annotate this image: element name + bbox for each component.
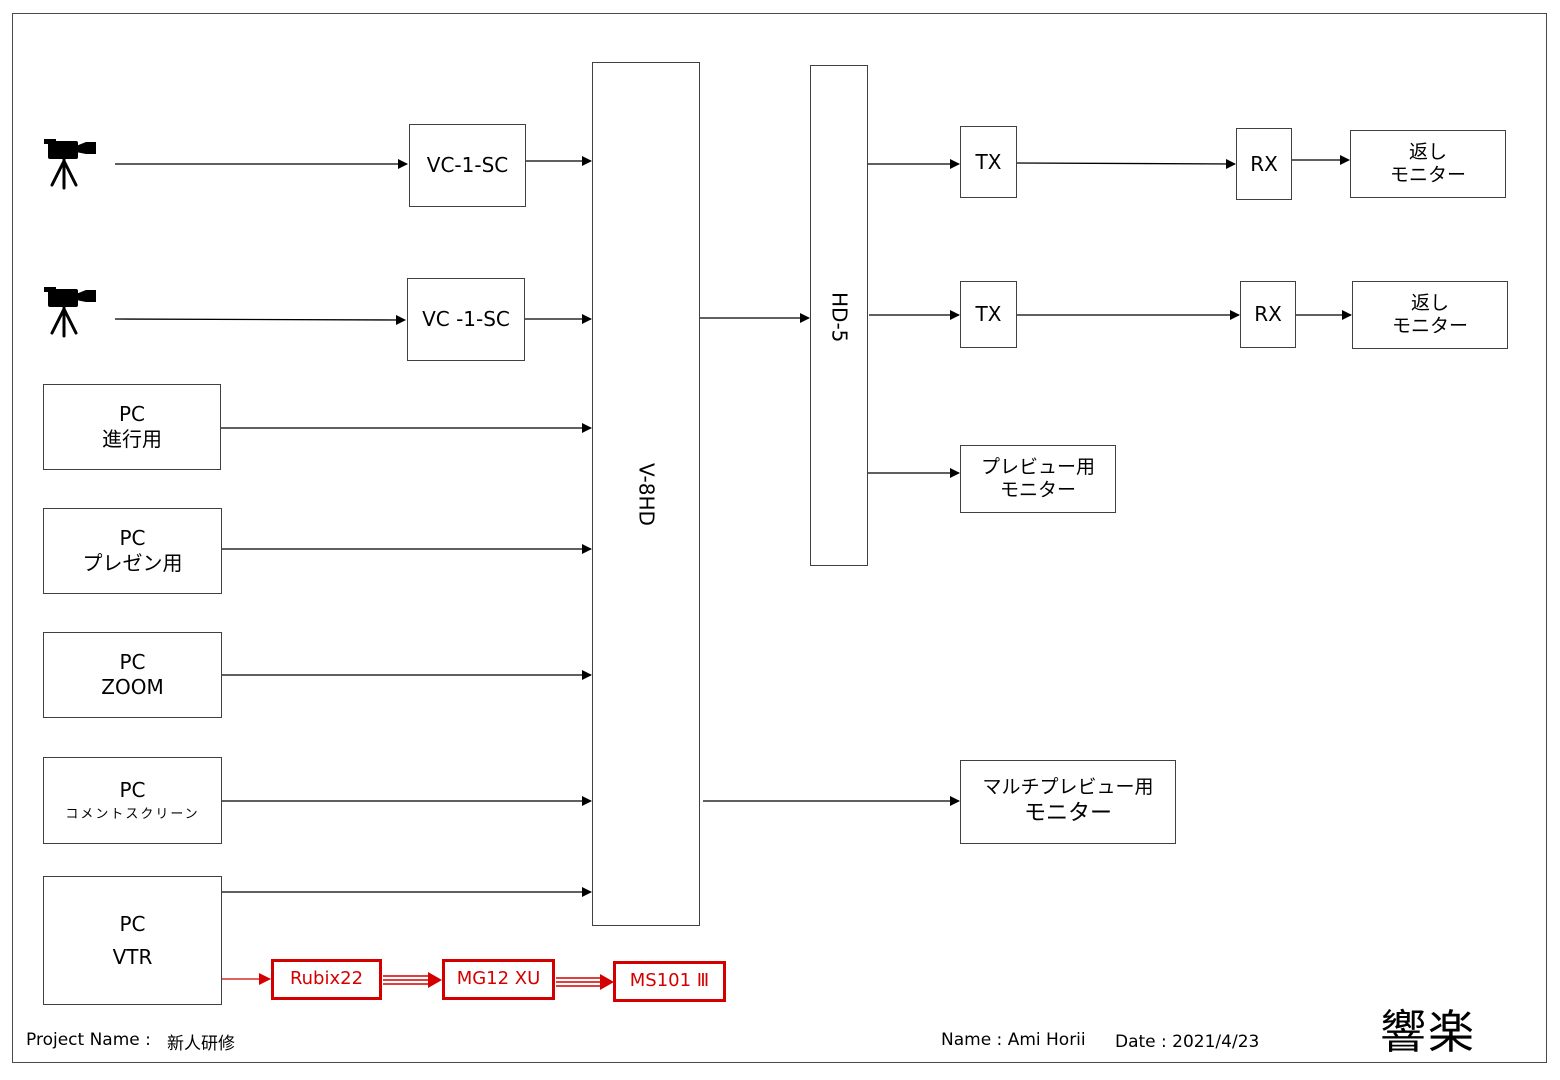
audio-device-label: Rubix22 bbox=[289, 968, 364, 990]
speaker-ms101[interactable]: MS101 Ⅲ bbox=[613, 961, 726, 1002]
receiver-rx1[interactable]: RX bbox=[1236, 128, 1292, 200]
pc-source-progress[interactable]: PC 進行用 bbox=[43, 384, 221, 470]
tx-label: TX bbox=[975, 149, 1002, 174]
pc-role-label: 進行用 bbox=[102, 427, 162, 451]
video-camera-tripod-icon bbox=[44, 287, 96, 338]
converter-vc1[interactable]: VC-1-SC bbox=[409, 124, 526, 207]
page-frame bbox=[12, 13, 1547, 1063]
distributor-hd5[interactable]: HD-5 bbox=[810, 65, 868, 566]
monitor-label-line1: 返し bbox=[1410, 292, 1449, 315]
pc-label: PC bbox=[118, 402, 146, 426]
rx-label: RX bbox=[1250, 151, 1278, 176]
author-name: Name : Ami Horii bbox=[941, 1030, 1086, 1050]
date-text: Date : 2021/4/23 bbox=[1115, 1032, 1260, 1052]
mixer-mg12xu[interactable]: MG12 XU bbox=[442, 959, 555, 1000]
pc-role-label: プレゼン用 bbox=[82, 551, 183, 575]
pc-role-label: コメントスクリーン bbox=[65, 806, 200, 822]
preview-monitor[interactable]: プレビュー用 モニター bbox=[960, 445, 1116, 513]
audio-device-label: MS101 Ⅲ bbox=[629, 970, 710, 992]
pc-source-vtr[interactable]: PC VTR bbox=[43, 876, 222, 1005]
pc-role-label: ZOOM bbox=[101, 675, 164, 699]
pc-label: PC bbox=[119, 911, 146, 936]
pc-label: PC bbox=[119, 650, 146, 674]
audio-device-label: MG12 XU bbox=[456, 968, 541, 990]
converter-vc2[interactable]: VC -1-SC bbox=[407, 278, 525, 361]
monitor-label-line2: モニター bbox=[1391, 315, 1468, 337]
converter-label: VC -1-SC bbox=[422, 307, 510, 331]
receiver-rx2[interactable]: RX bbox=[1240, 281, 1296, 348]
video-camera-tripod-icon bbox=[44, 139, 96, 190]
transmitter-tx1[interactable]: TX bbox=[960, 126, 1017, 198]
pc-source-presentation[interactable]: PC プレゼン用 bbox=[43, 508, 222, 594]
switcher-v8hd[interactable]: V-8HD bbox=[592, 62, 700, 926]
converter-label: VC-1-SC bbox=[426, 153, 509, 177]
monitor-label-line1: プレビュー用 bbox=[980, 456, 1095, 479]
monitor-label-line2: モニター bbox=[1023, 801, 1112, 827]
monitor-label-line2: モニター bbox=[1389, 164, 1466, 186]
project-name-label: Project Name : bbox=[26, 1030, 151, 1050]
pc-source-comment-screen[interactable]: PC コメントスクリーン bbox=[43, 757, 222, 844]
rx-label: RX bbox=[1254, 302, 1282, 326]
switcher-label: V-8HD bbox=[634, 462, 659, 526]
logo: 響楽 bbox=[1380, 1005, 1476, 1059]
return-monitor-1[interactable]: 返し モニター bbox=[1350, 130, 1506, 198]
return-monitor-2[interactable]: 返し モニター bbox=[1352, 281, 1508, 349]
monitor-label-line2: モニター bbox=[999, 479, 1076, 501]
project-name-value: 新人研修 bbox=[167, 1034, 235, 1054]
monitor-label-line1: マルチプレビュー用 bbox=[982, 776, 1154, 799]
pc-source-zoom[interactable]: PC ZOOM bbox=[43, 632, 222, 718]
multi-preview-monitor[interactable]: マルチプレビュー用 モニター bbox=[960, 760, 1176, 844]
transmitter-tx2[interactable]: TX bbox=[960, 281, 1017, 348]
pc-label: PC bbox=[119, 526, 146, 550]
distributor-label: HD-5 bbox=[827, 292, 852, 343]
audio-interface-rubix22[interactable]: Rubix22 bbox=[271, 959, 382, 1000]
pc-label: PC bbox=[119, 777, 146, 802]
tx-label: TX bbox=[975, 302, 1002, 326]
pc-role-label: VTR bbox=[112, 944, 153, 969]
monitor-label-line1: 返し bbox=[1408, 141, 1447, 164]
